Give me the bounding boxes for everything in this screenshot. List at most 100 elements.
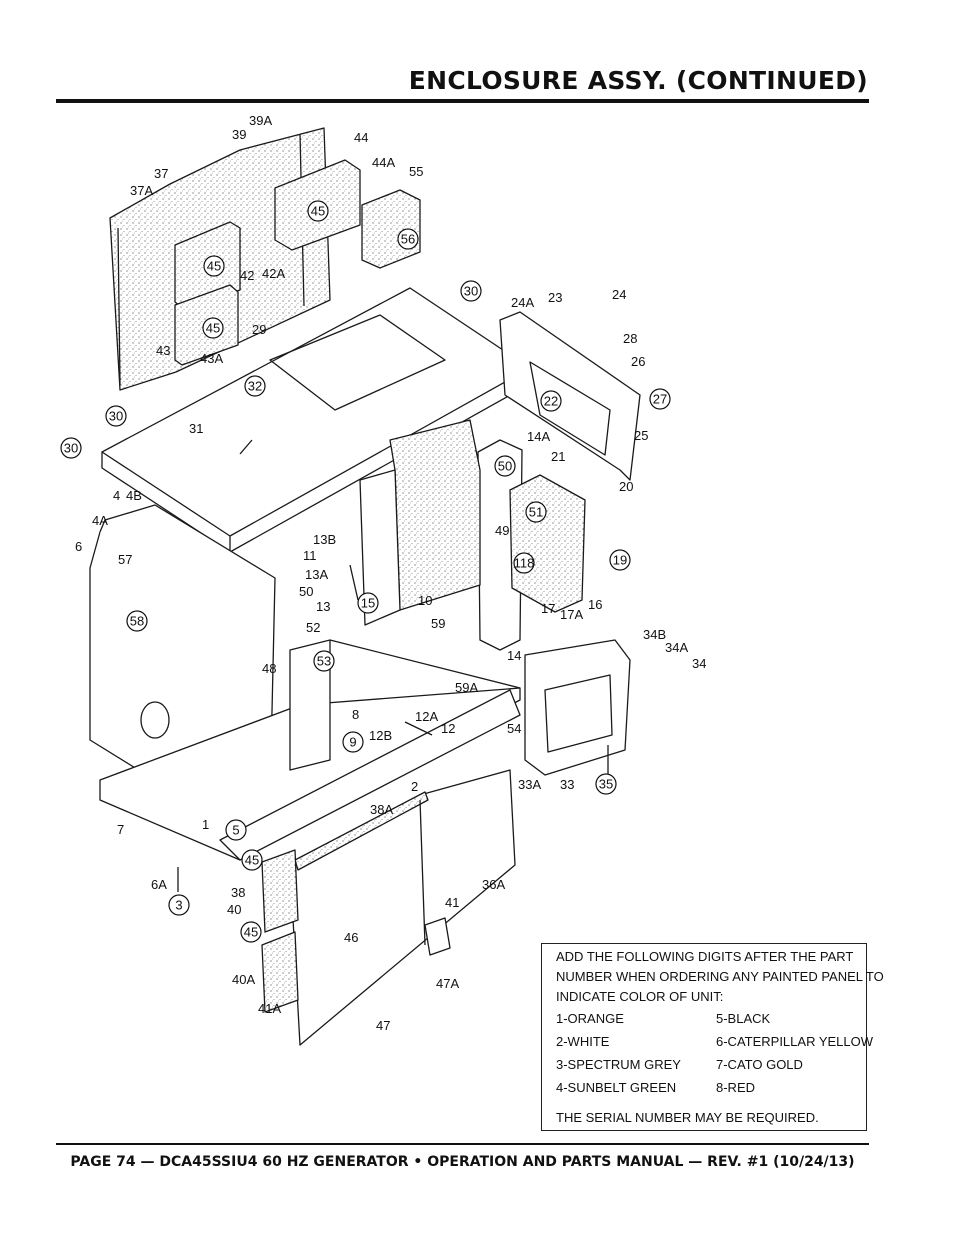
part-callout: 33 <box>560 777 574 792</box>
part-callout: 6A <box>151 877 167 892</box>
serial-number-note: THE SERIAL NUMBER MAY BE REQUIRED. <box>556 1110 819 1125</box>
part-callout: 27 <box>653 392 667 407</box>
color-option: 5-BLACK <box>716 1011 771 1026</box>
part-callout: 47A <box>436 976 459 991</box>
part-callout: 14A <box>527 429 550 444</box>
part-callout: 13A <box>305 567 328 582</box>
color-note-line-1: ADD THE FOLLOWING DIGITS AFTER THE PART <box>556 949 854 964</box>
part-callout: 3 <box>175 898 182 913</box>
part-callout: 12A <box>415 709 438 724</box>
part-callout: 16 <box>588 597 602 612</box>
part-callout: 37 <box>154 166 168 181</box>
part-callout-circle <box>460 280 482 302</box>
part-callout-circle <box>203 255 225 277</box>
part-callout: 37A <box>130 183 153 198</box>
part-callout: 42A <box>262 266 285 281</box>
part-callout: 1 <box>202 817 209 832</box>
part-callout: 39A <box>249 113 272 128</box>
color-option: 3-SPECTRUM GREY <box>556 1057 681 1072</box>
part-callout-circle <box>540 390 562 412</box>
part-callout: 50 <box>498 459 512 474</box>
footer-rule <box>56 1143 869 1145</box>
part-callout: 45 <box>207 259 221 274</box>
part-callout: 39 <box>232 127 246 142</box>
part-callout: 12 <box>441 721 455 736</box>
part-callout: 21 <box>551 449 565 464</box>
color-note-line-3: INDICATE COLOR OF UNIT: <box>556 989 724 1004</box>
part-callout: 4B <box>126 488 142 503</box>
part-callout-circle <box>202 317 224 339</box>
part-callout-circle <box>397 228 419 250</box>
part-callout-circle <box>244 375 266 397</box>
part-callout: 49 <box>495 523 509 538</box>
part-callout: 52 <box>306 620 320 635</box>
part-callout: 55 <box>409 164 423 179</box>
part-callout: 33A <box>518 777 541 792</box>
part-callout-circle <box>60 437 82 459</box>
part-callout-circle <box>240 921 262 943</box>
part-callout: 41 <box>445 895 459 910</box>
part-callout-circle <box>525 501 547 523</box>
part-callout: 4 <box>113 488 120 503</box>
color-option: 7-CATO GOLD <box>716 1057 803 1072</box>
part-callout: 26 <box>631 354 645 369</box>
part-callout: 8 <box>352 707 359 722</box>
part-callout: 30 <box>64 441 78 456</box>
color-option: 4-SUNBELT GREEN <box>556 1080 677 1095</box>
part-callout: 54 <box>507 721 521 736</box>
part-callout: 50 <box>299 584 313 599</box>
part-callout: 36A <box>482 877 505 892</box>
header-rule <box>56 99 869 103</box>
part-callout: 14 <box>507 648 521 663</box>
part-callout: 118 <box>514 556 535 571</box>
part-callout: 31 <box>189 421 203 436</box>
part-callout: 58 <box>130 614 144 629</box>
part-callout: 43A <box>200 351 223 366</box>
part-callout: 45 <box>244 925 258 940</box>
part-callout-circle <box>126 610 148 632</box>
part-callout: 40 <box>227 902 241 917</box>
part-callout: 25 <box>634 428 648 443</box>
part-callout: 24A <box>511 295 534 310</box>
part-callout: 12B <box>369 728 392 743</box>
part-callout: 28 <box>623 331 637 346</box>
part-callout-circle <box>513 552 535 574</box>
part-callout-circle <box>225 819 247 841</box>
part-callout: 23 <box>548 290 562 305</box>
page-footer: PAGE 74 — DCA45SSIU4 60 HZ GENERATOR • O… <box>70 1154 855 1170</box>
part-callout: 30 <box>109 409 123 424</box>
part-callout: 24 <box>612 287 626 302</box>
part-callout: 59A <box>455 680 478 695</box>
part-callout: 53 <box>317 654 331 669</box>
part-callout: 34 <box>692 656 706 671</box>
part-callout-circle <box>649 388 671 410</box>
part-callout: 56 <box>401 232 415 247</box>
part-callout-circle <box>168 894 190 916</box>
part-callout-circle <box>105 405 127 427</box>
part-callout: 10 <box>418 593 432 608</box>
part-callout: 44 <box>354 130 368 145</box>
part-callout: 38 <box>231 885 245 900</box>
color-option: 2-WHITE <box>556 1034 610 1049</box>
color-option: 6-CATERPILLAR YELLOW <box>716 1034 874 1049</box>
part-callout: 19 <box>613 553 627 568</box>
part-callout: 48 <box>262 661 276 676</box>
part-callout-circle <box>342 731 364 753</box>
part-callout: 4A <box>92 513 108 528</box>
part-callout: 40A <box>232 972 255 987</box>
part-callout: 59 <box>431 616 445 631</box>
part-callout: 15 <box>361 596 375 611</box>
page-title: ENCLOSURE ASSY. (CONTINUED) <box>408 66 868 95</box>
part-callout: 57 <box>118 552 132 567</box>
part-callout: 13B <box>313 532 336 547</box>
part-callout: 42 <box>240 268 254 283</box>
part-callout-circle <box>595 773 617 795</box>
part-callout-circle <box>494 455 516 477</box>
part-callout: 30 <box>464 284 478 299</box>
part-callout: 9 <box>349 735 356 750</box>
part-callout: 11 <box>303 548 317 563</box>
part-callout: 46 <box>344 930 358 945</box>
part-callout-circle <box>241 849 263 871</box>
part-callout: 7 <box>117 822 124 837</box>
